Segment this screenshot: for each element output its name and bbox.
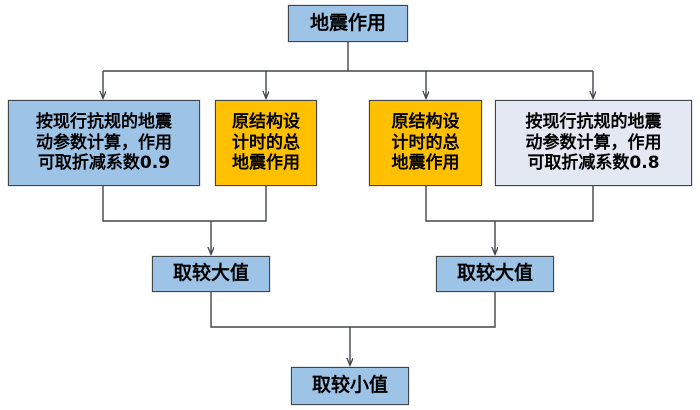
seismic-action-root-label: 地震作用 — [309, 11, 386, 34]
take-smaller-value[interactable]: 取较小值 — [291, 367, 409, 405]
take-larger-value-right-label: 取较大值 — [456, 262, 533, 285]
take-larger-value-left[interactable]: 取较大值 — [152, 256, 270, 292]
seismic-action-root[interactable]: 地震作用 — [288, 5, 408, 42]
take-smaller-value-label: 取较小值 — [311, 374, 388, 397]
original-design-total-left[interactable]: 原结构设 计时的总 地震作用 — [215, 100, 317, 186]
take-larger-value-left-label: 取较大值 — [172, 262, 249, 285]
original-design-total-left-label: 原结构设 计时的总 地震作用 — [232, 111, 300, 174]
original-design-total-right-label: 原结构设 计时的总 地震作用 — [391, 111, 460, 174]
take-larger-value-right[interactable]: 取较大值 — [436, 256, 554, 292]
original-design-total-right[interactable]: 原结构设 计时的总 地震作用 — [369, 100, 482, 186]
edge-right-merge-bus — [425, 186, 594, 222]
edge-left-merge-bus — [102, 186, 267, 222]
current-code-0-9[interactable]: 按现行抗规的地震 动参数计算，作用 可取折减系数0.9 — [8, 100, 200, 186]
current-code-0-8[interactable]: 按现行抗规的地震 动参数计算，作用 可取折减系数0.8 — [495, 100, 692, 186]
current-code-0-9-label: 按现行抗规的地震 动参数计算，作用 可取折减系数0.9 — [36, 111, 172, 174]
edge-final-merge-bus — [210, 292, 496, 328]
current-code-0-8-label: 按现行抗规的地震 动参数计算，作用 可取折减系数0.8 — [525, 111, 662, 174]
